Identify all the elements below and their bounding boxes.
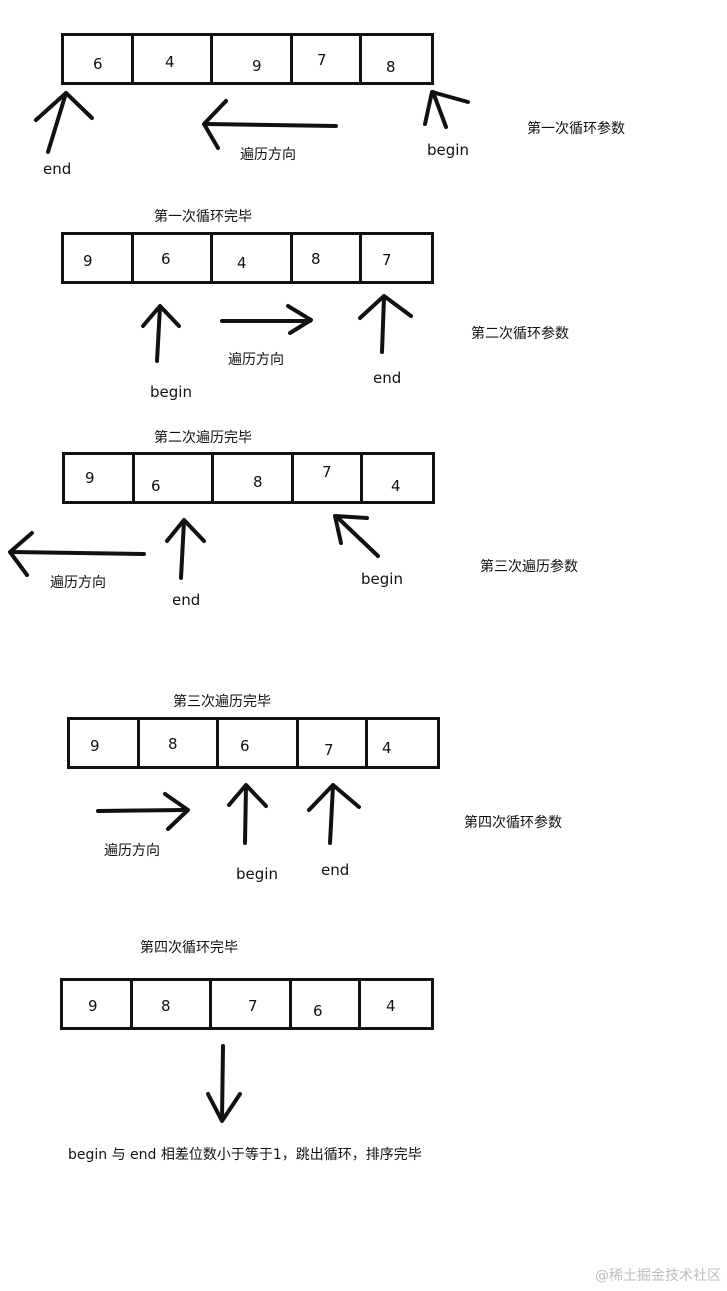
array-cell: 4 — [386, 997, 396, 1015]
params-label: 第二次循环参数 — [471, 326, 569, 342]
array-step-4: 9 8 6 7 4 — [67, 717, 440, 769]
step-done-label: 第三次遍历完毕 — [173, 694, 271, 710]
pointer-begin-label: begin — [361, 570, 403, 588]
array-cell: 4 — [382, 739, 392, 757]
array-cell: 9 — [83, 252, 93, 270]
array-cell: 8 — [161, 997, 171, 1015]
array-cell: 7 — [317, 51, 327, 69]
array-cell: 8 — [386, 58, 396, 76]
direction-label: 遍历方向 — [50, 575, 106, 591]
array-step-3: 9 6 8 7 4 — [62, 452, 435, 504]
step-done-label: 第一次循环完毕 — [154, 209, 252, 225]
params-label: 第一次循环参数 — [527, 121, 625, 137]
array-cell: 8 — [168, 735, 178, 753]
pointer-begin-label: begin — [427, 141, 469, 159]
pointer-begin-label: begin — [236, 865, 278, 883]
array-cell: 9 — [88, 997, 98, 1015]
array-cell: 9 — [90, 737, 100, 755]
array-step-2: 9 6 4 8 7 — [61, 232, 434, 284]
array-cell: 6 — [240, 737, 250, 755]
step-done-label: 第四次循环完毕 — [140, 940, 238, 956]
params-label: 第三次遍历参数 — [480, 559, 578, 575]
array-cell: 8 — [311, 250, 321, 268]
pointer-end-label: end — [321, 861, 350, 879]
array-cell: 4 — [165, 53, 175, 71]
params-label: 第四次循环参数 — [464, 815, 562, 831]
watermark: @稀土掘金技术社区 — [595, 1268, 721, 1284]
array-step-1: 6 4 9 7 8 — [61, 33, 434, 85]
array-cell: 7 — [322, 463, 332, 481]
pointer-end-label: end — [43, 160, 72, 178]
array-cell: 8 — [253, 473, 263, 491]
array-cell: 9 — [85, 469, 95, 487]
array-cell: 4 — [391, 477, 401, 495]
direction-label: 遍历方向 — [228, 352, 284, 368]
pointer-end-label: end — [172, 591, 201, 609]
pointer-end-label: end — [373, 369, 402, 387]
direction-label: 遍历方向 — [240, 147, 296, 163]
array-cell: 6 — [93, 55, 103, 73]
array-cell: 9 — [252, 57, 262, 75]
conclusion-text: begin 与 end 相差位数小于等于1，跳出循环，排序完毕 — [68, 1147, 422, 1163]
array-step-5: 9 8 7 6 4 — [60, 978, 434, 1030]
array-cell: 6 — [161, 250, 171, 268]
array-cell: 4 — [237, 254, 247, 272]
array-cell: 6 — [151, 477, 161, 495]
pointer-begin-label: begin — [150, 383, 192, 401]
array-cell: 7 — [382, 251, 392, 269]
direction-label: 遍历方向 — [104, 843, 160, 859]
array-cell: 7 — [248, 997, 258, 1015]
array-cell: 7 — [324, 741, 334, 759]
step-done-label: 第二次遍历完毕 — [154, 430, 252, 446]
array-cell: 6 — [313, 1002, 323, 1020]
